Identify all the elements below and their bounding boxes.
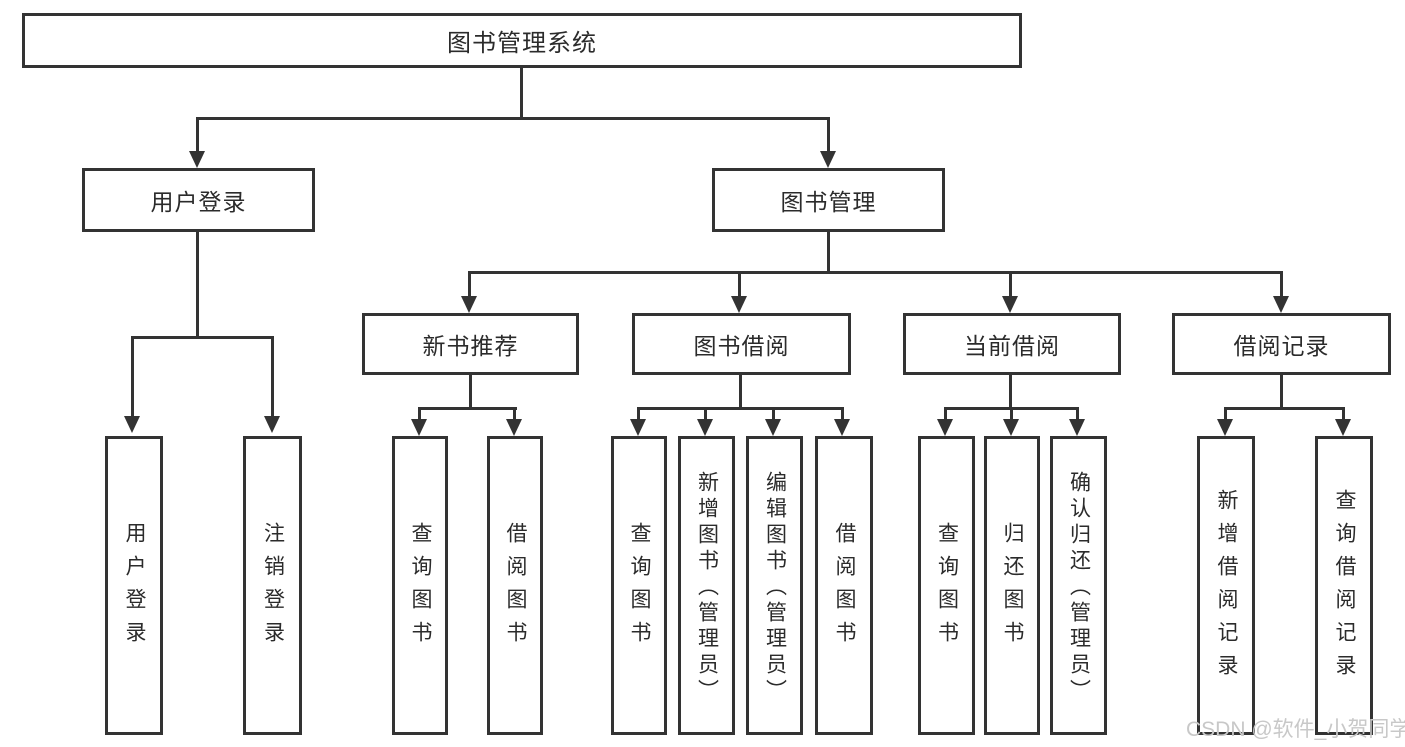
arrowhead-leaf: [697, 419, 713, 436]
connector-leaf-shaft: [1010, 407, 1013, 421]
connector-to-book-management-shaft: [827, 117, 830, 153]
arrowhead-to-book-management: [820, 151, 836, 168]
connector-to-book-borrow-shaft: [738, 271, 741, 299]
connector-leaf-shaft: [637, 407, 640, 421]
node-query-book: 查询图书: [611, 436, 667, 735]
connector-book-borrow-hbar: [637, 407, 844, 410]
arrowhead-leaf: [834, 419, 850, 436]
node-user-login: 用户登录: [82, 168, 315, 232]
arrowhead-to-borrow-record: [1273, 296, 1289, 313]
node-add-borrow-record: 新增借阅记录: [1197, 436, 1255, 735]
arrowhead-leaf: [506, 419, 522, 436]
arrowhead-leaf: [411, 419, 427, 436]
arrowhead-leaf: [937, 419, 953, 436]
connector-leaf-shaft: [704, 407, 707, 421]
node-logout: 注销登录: [243, 436, 302, 735]
connector-to-new-book-shaft: [468, 271, 471, 299]
node-book-management: 图书管理: [712, 168, 945, 232]
node-confirm-return-admin: 确认归还（管理员）: [1050, 436, 1107, 735]
connector-leaf-shaft: [418, 407, 421, 421]
connector-user-login-stub: [196, 230, 199, 337]
connector-new-book-hbar: [418, 407, 517, 410]
arrowhead-to-login-leaf: [124, 416, 140, 433]
connector-book-borrow-stub: [739, 373, 742, 409]
arrowhead-leaf: [1069, 419, 1085, 436]
arrowhead-to-logout-leaf: [264, 416, 280, 433]
node-edit-book-admin: 编辑图书（管理员）: [746, 436, 803, 735]
connector-new-book-stub: [469, 373, 472, 409]
arrowhead-leaf: [1217, 419, 1233, 436]
arrowhead-leaf: [1335, 419, 1351, 436]
connector-user-login-hbar: [132, 336, 274, 339]
csdn-watermark: CSDN @软件_小贺同学: [1186, 718, 1405, 741]
connector-borrow-record-hbar: [1224, 407, 1344, 410]
node-borrow-record: 借阅记录: [1172, 313, 1391, 375]
arrowhead-to-book-borrow: [731, 296, 747, 313]
connector-to-current-borrow-shaft: [1009, 271, 1012, 299]
arrowhead-leaf: [630, 419, 646, 436]
arrowhead-to-new-book: [461, 296, 477, 313]
node-query-book: 查询图书: [392, 436, 448, 735]
connector-to-login-leaf-shaft: [131, 336, 134, 418]
node-book-borrow: 图书借阅: [632, 313, 851, 375]
arrowhead-leaf: [765, 419, 781, 436]
connector-leaf-shaft: [944, 407, 947, 421]
connector-root-hbar: [196, 117, 830, 120]
connector-borrow-record-stub: [1280, 373, 1283, 409]
connector-leaf-shaft: [513, 407, 516, 421]
connector-to-logout-leaf-shaft: [271, 336, 274, 418]
connector-leaf-shaft: [1076, 407, 1079, 421]
arrowhead-leaf: [1003, 419, 1019, 436]
node-return-book: 归还图书: [984, 436, 1040, 735]
connector-leaf-shaft: [1342, 407, 1345, 421]
node-current-borrow: 当前借阅: [903, 313, 1121, 375]
node-add-book-admin: 新增图书（管理员）: [678, 436, 735, 735]
connector-to-borrow-record-shaft: [1280, 271, 1283, 299]
connector-leaf-shaft: [772, 407, 775, 421]
connector-leaf-shaft: [1224, 407, 1227, 421]
node-borrow-book: 借阅图书: [815, 436, 873, 735]
node-new-book-recommend: 新书推荐: [362, 313, 579, 375]
node-borrow-book: 借阅图书: [487, 436, 543, 735]
node-query-borrow-record: 查询借阅记录: [1315, 436, 1373, 735]
node-library-management-system: 图书管理系统: [22, 13, 1022, 68]
connector-book-management-stub: [827, 230, 830, 273]
connector-leaf-shaft: [841, 407, 844, 421]
connector-to-user-login-shaft: [196, 117, 199, 153]
connector-root-stub: [520, 67, 523, 118]
node-user-login-leaf: 用户登录: [105, 436, 163, 735]
arrowhead-to-user-login: [189, 151, 205, 168]
arrowhead-to-current-borrow: [1002, 296, 1018, 313]
connector-current-borrow-stub: [1009, 373, 1012, 409]
node-query-book: 查询图书: [918, 436, 975, 735]
connector-book-management-hbar: [469, 271, 1283, 274]
